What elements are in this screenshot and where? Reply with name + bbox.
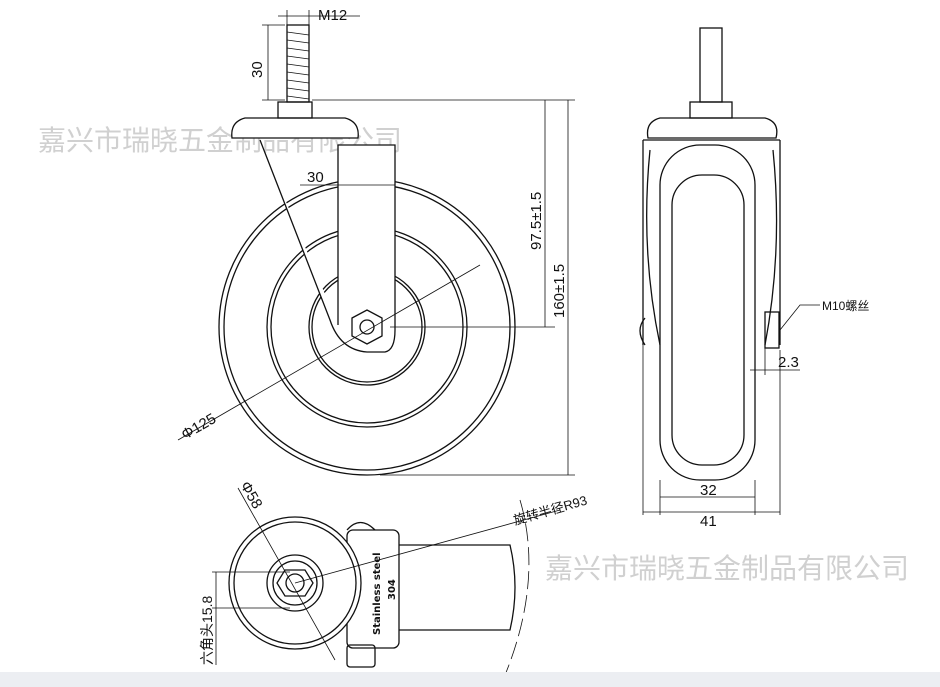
- fork: [259, 139, 396, 353]
- side-view: M10螺丝 2.3 32 41: [639, 27, 869, 530]
- front-view: M12 30 30 97.5±1.5 160±1.5 Φ125: [177, 7, 575, 476]
- top-plate: [231, 117, 359, 139]
- total-height-label: 160±1.5: [551, 264, 568, 318]
- wheel-width-label: 32: [700, 482, 717, 499]
- material-line1: Stainless steel: [372, 552, 383, 635]
- side-wheel: [659, 144, 756, 481]
- threaded-stem: [286, 24, 310, 103]
- thread-size-label: M12: [318, 7, 347, 24]
- top-wheel-arm: [390, 544, 516, 631]
- swivel-radius-label: 旋转半径R93: [512, 493, 589, 528]
- side-bolt: [764, 311, 780, 349]
- plate-offset-label: 30: [307, 169, 324, 186]
- side-stem: [699, 27, 723, 103]
- top-nut: [346, 644, 376, 668]
- watermark-2: 嘉兴市瑞晓五金制品有限公司: [545, 552, 909, 585]
- material-line2: 304: [387, 579, 398, 600]
- top-view: Φ58 旋转半径R93 六角头15.8 Stainless steel 304: [199, 479, 589, 687]
- wheel-diameter-label: Φ125: [179, 410, 220, 443]
- fork-width-label: 41: [700, 513, 717, 530]
- hub-diameter-label: Φ58: [237, 479, 266, 512]
- axle-nut: [351, 309, 383, 345]
- stem-nut: [277, 101, 313, 119]
- bolt-label: M10螺丝: [822, 299, 869, 313]
- thread-length-label: 30: [249, 61, 266, 78]
- offset-label: 2.3: [778, 354, 799, 371]
- hex-nut-label: 六角头15.8: [199, 596, 215, 665]
- axle-height-label: 97.5±1.5: [528, 192, 545, 250]
- bottom-strip: [0, 672, 940, 687]
